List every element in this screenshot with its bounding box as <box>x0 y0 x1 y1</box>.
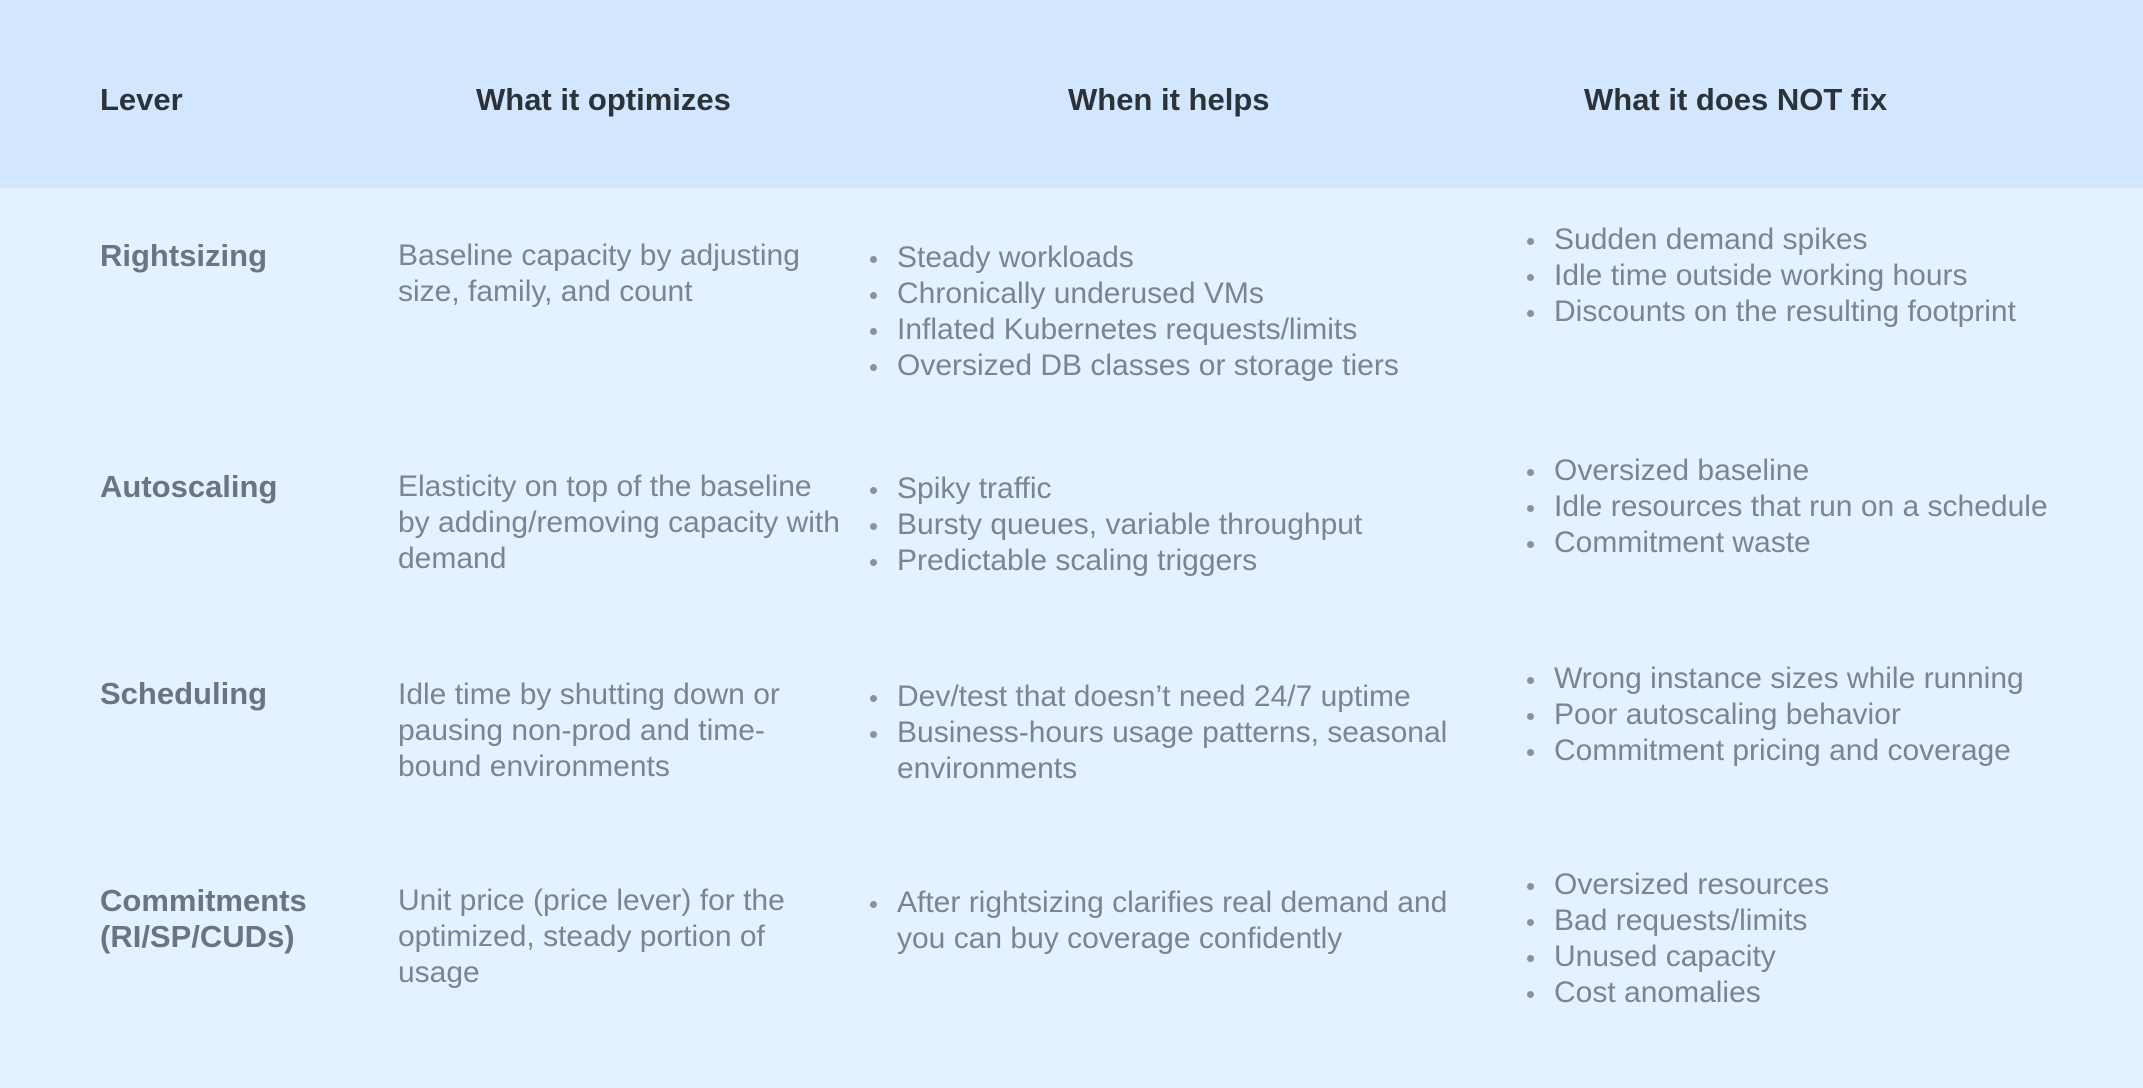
lever-name: Scheduling <box>100 676 268 711</box>
list-item: Idle resources that run on a schedule <box>1525 489 2125 525</box>
list-item: Wrong instance sizes while running <box>1525 661 2125 697</box>
list-item: Sudden demand spikes <box>1525 222 2125 258</box>
not-fix-list: Wrong instance sizes while running Poor … <box>1525 661 2125 769</box>
header-lever: Lever <box>100 82 183 117</box>
list-item: Spiky traffic <box>868 471 1488 507</box>
optimizes-text: Unit price (price lever) for the optimiz… <box>398 884 785 989</box>
list-item: Oversized baseline <box>1525 453 2125 489</box>
not-fix-list: Oversized baseline Idle resources that r… <box>1525 453 2125 561</box>
list-item: Idle time outside working hours <box>1525 258 2125 294</box>
optimizes-text: Idle time by shutting down or pausing no… <box>398 678 780 783</box>
list-item: Chronically underused VMs <box>868 276 1488 312</box>
helps-list: Dev/test that doesn’t need 24/7 uptime B… <box>868 679 1488 787</box>
optimizes-text: Elasticity on top of the baseline by add… <box>398 470 840 575</box>
list-item: Predictable scaling triggers <box>868 543 1488 579</box>
list-item: Commitment waste <box>1525 525 2125 561</box>
optimizes-text: Baseline capacity by adjusting size, fam… <box>398 239 800 308</box>
header-optimizes: What it optimizes <box>476 82 731 117</box>
list-item: After rightsizing clarifies real demand … <box>868 885 1488 957</box>
list-item: Poor autoscaling behavior <box>1525 697 2125 733</box>
list-item: Bad requests/limits <box>1525 903 2125 939</box>
lever-name: Autoscaling <box>100 469 278 504</box>
list-item: Business-hours usage patterns, seasonal … <box>868 715 1488 787</box>
list-item: Inflated Kubernetes requests/limits <box>868 312 1488 348</box>
header-not-fix: What it does NOT fix <box>1584 82 1888 117</box>
list-item: Bursty queues, variable throughput <box>868 507 1488 543</box>
header-helps: When it helps <box>1068 82 1270 117</box>
not-fix-list: Sudden demand spikes Idle time outside w… <box>1525 222 2125 330</box>
list-item: Unused capacity <box>1525 939 2125 975</box>
list-item: Dev/test that doesn’t need 24/7 uptime <box>868 679 1488 715</box>
not-fix-list: Oversized resources Bad requests/limits … <box>1525 867 2125 1011</box>
helps-list: Spiky traffic Bursty queues, variable th… <box>868 471 1488 579</box>
list-item: Cost anomalies <box>1525 975 2125 1011</box>
lever-name: Rightsizing <box>100 238 268 273</box>
list-item: Commitment pricing and coverage <box>1525 733 2125 769</box>
lever-name: Commitments (RI/SP/CUDs) <box>100 883 307 954</box>
helps-list: Steady workloads Chronically underused V… <box>868 240 1488 384</box>
list-item: Oversized resources <box>1525 867 2125 903</box>
list-item: Discounts on the resulting footprint <box>1525 294 2125 330</box>
list-item: Steady workloads <box>868 240 1488 276</box>
list-item: Oversized DB classes or storage tiers <box>868 348 1488 384</box>
helps-list: After rightsizing clarifies real demand … <box>868 885 1488 957</box>
table-header: Lever What it optimizes When it helps Wh… <box>0 0 2143 188</box>
